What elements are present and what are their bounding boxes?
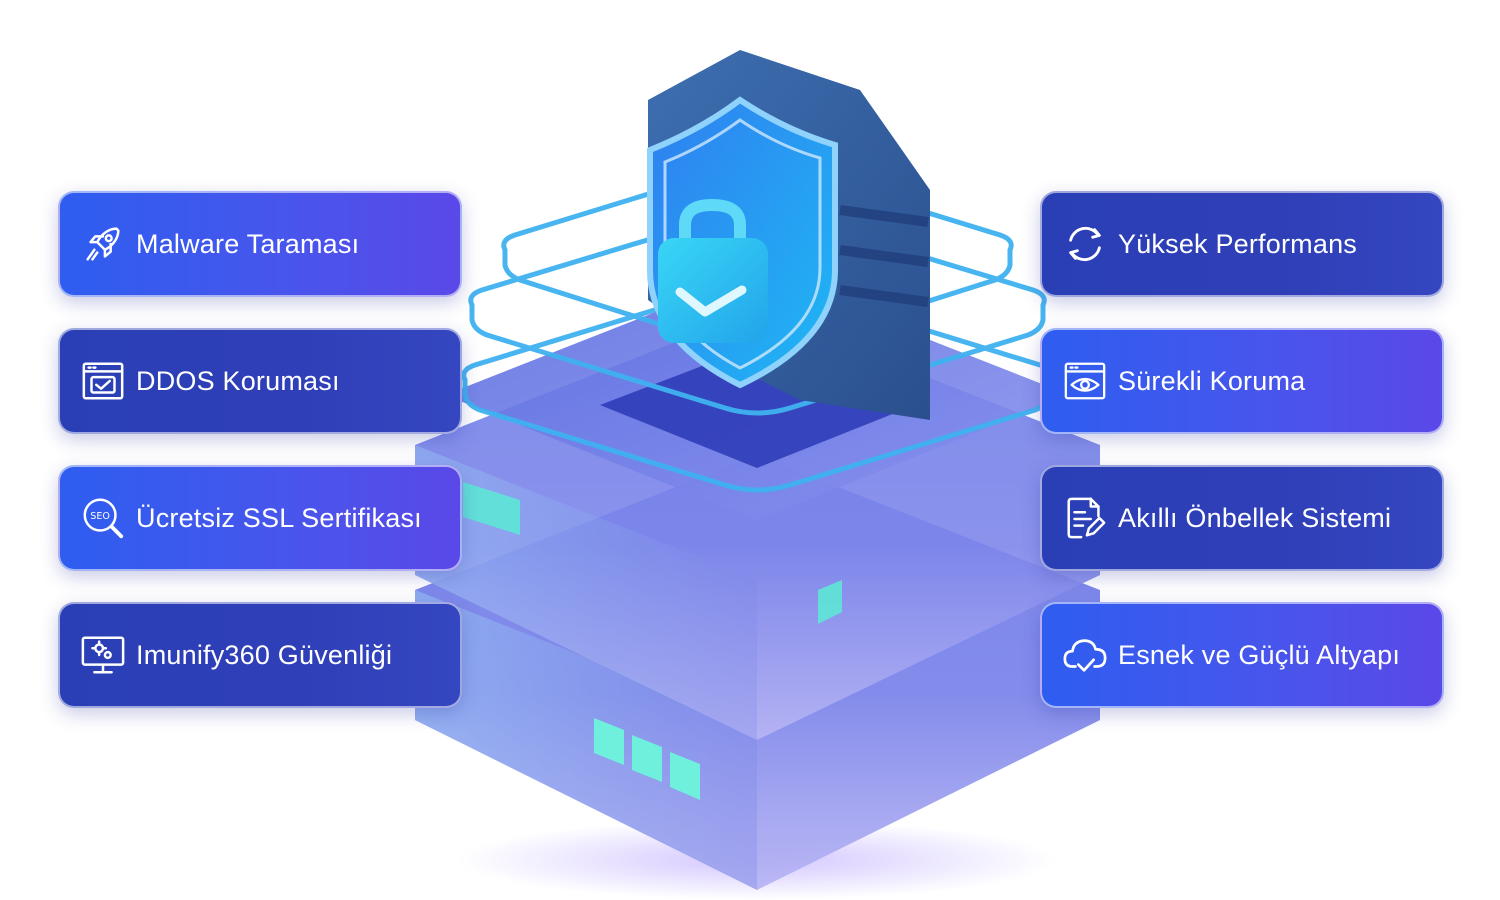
browser-eye-icon	[1060, 356, 1110, 406]
feature-label: Esnek ve Güçlü Altyapı	[1118, 639, 1401, 670]
refresh-icon	[1060, 219, 1110, 269]
cloud-check-icon	[1060, 630, 1110, 680]
feature-card-performance[interactable]: Yüksek Performans	[1040, 191, 1444, 297]
document-edit-icon	[1060, 493, 1110, 543]
feature-card-ddos[interactable]: DDOS Koruması	[58, 328, 462, 434]
feature-label: Ücretsiz SSL Sertifikası	[136, 502, 422, 533]
rocket-icon	[78, 219, 128, 269]
feature-label: DDOS Koruması	[136, 365, 340, 396]
feature-label: Akıllı Önbellek Sistemi	[1118, 502, 1392, 533]
feature-label: Yüksek Performans	[1118, 228, 1357, 259]
feature-label: Sürekli Koruma	[1118, 365, 1306, 396]
feature-card-infrastructure[interactable]: Esnek ve Güçlü Altyapı	[1040, 602, 1444, 708]
feature-label: Malware Taraması	[136, 228, 360, 259]
feature-label: Imunify360 Güvenliği	[136, 639, 393, 670]
feature-card-malware[interactable]: Malware Taraması	[58, 191, 462, 297]
seo-search-icon: SEO	[78, 493, 128, 543]
monitor-gear-icon	[78, 630, 128, 680]
feature-card-protection[interactable]: Sürekli Koruma	[1040, 328, 1444, 434]
feature-card-ssl[interactable]: SEO Ücretsiz SSL Sertifikası	[58, 465, 462, 571]
feature-card-imunify[interactable]: Imunify360 Güvenliği	[58, 602, 462, 708]
svg-text:SEO: SEO	[90, 511, 110, 522]
browser-check-icon	[78, 356, 128, 406]
feature-card-cache[interactable]: Akıllı Önbellek Sistemi	[1040, 465, 1444, 571]
